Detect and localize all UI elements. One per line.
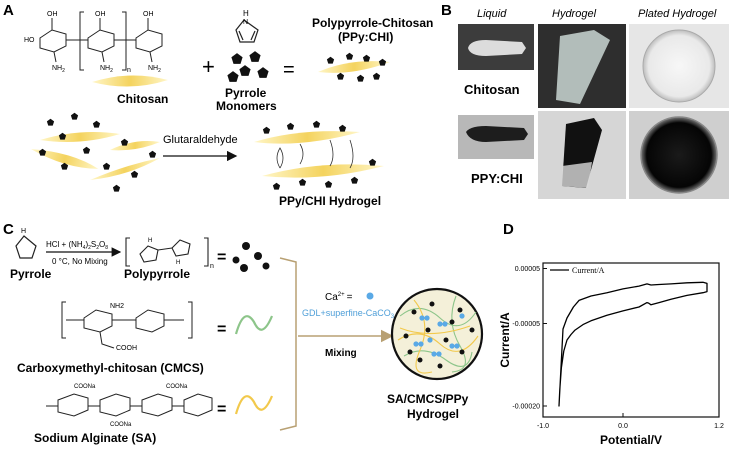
tube-clear [468,40,526,56]
pyrrole-monomers [227,51,269,82]
chitosan-fiber [92,75,168,87]
sa-coona-3: COONa [166,384,188,390]
cmcs-wave [234,315,274,335]
chitosan-labels: OH OH OH HO NH2 NH2 NH2 n [24,11,161,74]
x-axis-label: Potential/V [600,433,662,447]
sa-coona-2: COONa [110,422,132,428]
ppy-dots [232,242,270,272]
hydrogel-network [397,295,479,374]
panel-a-letter: A [3,2,14,19]
ppy-chi-title-2: (PPy:CHI) [338,30,393,44]
pyrrole-n: N [243,19,248,26]
plot-frame [542,262,720,418]
tube-gel-clear [556,30,610,104]
x-tick-label: 0.0 [618,423,628,430]
chem-oh-3: OH [143,11,154,18]
polypyrrole-label: Polypyrrole [124,267,190,281]
cmcs-nh2: NH2 [110,303,124,310]
eq-cmcs: = [217,321,226,338]
sa-coona-1: COONa [74,384,96,390]
plus-sign: + [202,54,215,79]
y-tick-label: -0.00005 [512,321,540,328]
chem-nh2-2: NH2 [100,65,113,74]
cmcs-cooh: COOH [116,345,137,352]
x-tick-label: -1.0 [537,423,549,430]
equals-sign: = [283,59,295,81]
plate-clear [642,29,716,103]
ppy-chi-cluster [31,112,160,192]
cv-chart: -1.0 0.0 1.2 0.00005 -0.00005 -0.00020Potenti… [498,262,724,447]
ppy-nh-1: H [148,238,152,244]
hydrogel-label: PPy/CHI Hydrogel [279,194,381,208]
pyrrole-ring [235,19,259,43]
mixing-bracket [279,257,297,431]
eq-sa: = [217,401,226,418]
tube-dark [466,126,528,142]
panel-c: C H Pyrrole HCl + (NH4)2S2O8 0 °C, No Mi… [3,221,484,445]
chem-oh-1: OH [47,11,58,18]
ca-label: Ca2+= [325,292,353,303]
eq-ppy: = [217,249,226,266]
cmcs-label: Carboxymethyl-chitosan (CMCS) [17,361,204,375]
hydrogel-crosslinked [254,120,384,190]
reagent-text: HCl + (NH4)2S2O8 [46,240,108,251]
chem-ho: HO [24,37,35,44]
pyrrole-label-1: Pyrrole [225,86,267,100]
panel-d-letter: D [503,221,514,238]
sa-label: Sodium Alginate (SA) [34,431,156,445]
y-tick-label: -0.00020 [512,404,540,411]
column-liquid: Liquid [477,8,507,20]
chem-n: n [127,67,131,74]
polypyrrole-structure [125,237,209,267]
panel-a: A OH OH OH HO NH2 NH2 NH2 n Chitosan + [3,2,433,208]
hydrogel-ppy-dots [403,301,475,369]
mixing-label: Mixing [325,348,357,359]
chem-nh2-3: NH2 [148,65,161,74]
y-axis-label: Current/A [498,312,512,368]
glutaraldehyde-label: Glutaraldehyde [163,134,238,146]
product-label-2: Hydrogel [407,407,459,421]
row-ppy-chi: PPY:CHI [471,171,523,186]
chitosan-label: Chitosan [117,92,168,106]
chitosan-structure [39,11,163,71]
y-tick-label: 0.00005 [515,266,540,273]
legend-label: Current/A [572,266,605,275]
panel-b: B Liquid Hydrogel Plated Hydrogel Chitos… [441,2,729,199]
product-label-1: SA/CMCS/PPy [387,392,469,406]
pyrrole-small [15,235,37,259]
chem-oh-2: OH [95,11,106,18]
panel-b-letter: B [441,2,452,19]
gdl-label: GDL+superfine-CaCO3 [302,308,395,320]
plate-dark [640,116,718,194]
ca-dot [366,292,374,300]
hydrogel-ca-dots [413,313,465,357]
reaction-condition: 0 °C, No Mixing [52,257,108,266]
ppy-chi-title-1: Polypyrrole-Chitosan [312,16,433,30]
pyrrole-c-label: Pyrrole [10,267,52,281]
column-plated-hydrogel: Plated Hydrogel [638,8,717,20]
pyrrole-small-h: H [21,228,26,235]
ppy-chi-fiber [318,61,390,73]
pyrrole-label-2: Monomers [216,99,277,113]
pyrrole-h: H [243,9,249,18]
poly-n: n [210,263,214,270]
column-hydrogel: Hydrogel [552,8,597,20]
series-line [558,281,708,407]
panel-d: D -1.0 0.0 1.2 0.00005 -0.00005 -0.00020Poten… [498,221,724,447]
x-tick-label: 1.2 [714,423,724,430]
ppy-nh-2: H [176,260,180,266]
cmcs-structure [61,301,193,349]
row-chitosan: Chitosan [464,82,520,97]
panel-c-letter: C [3,221,14,238]
chem-nh2-1: NH2 [52,65,65,74]
sa-structure [46,393,213,417]
sa-wave [234,395,274,415]
